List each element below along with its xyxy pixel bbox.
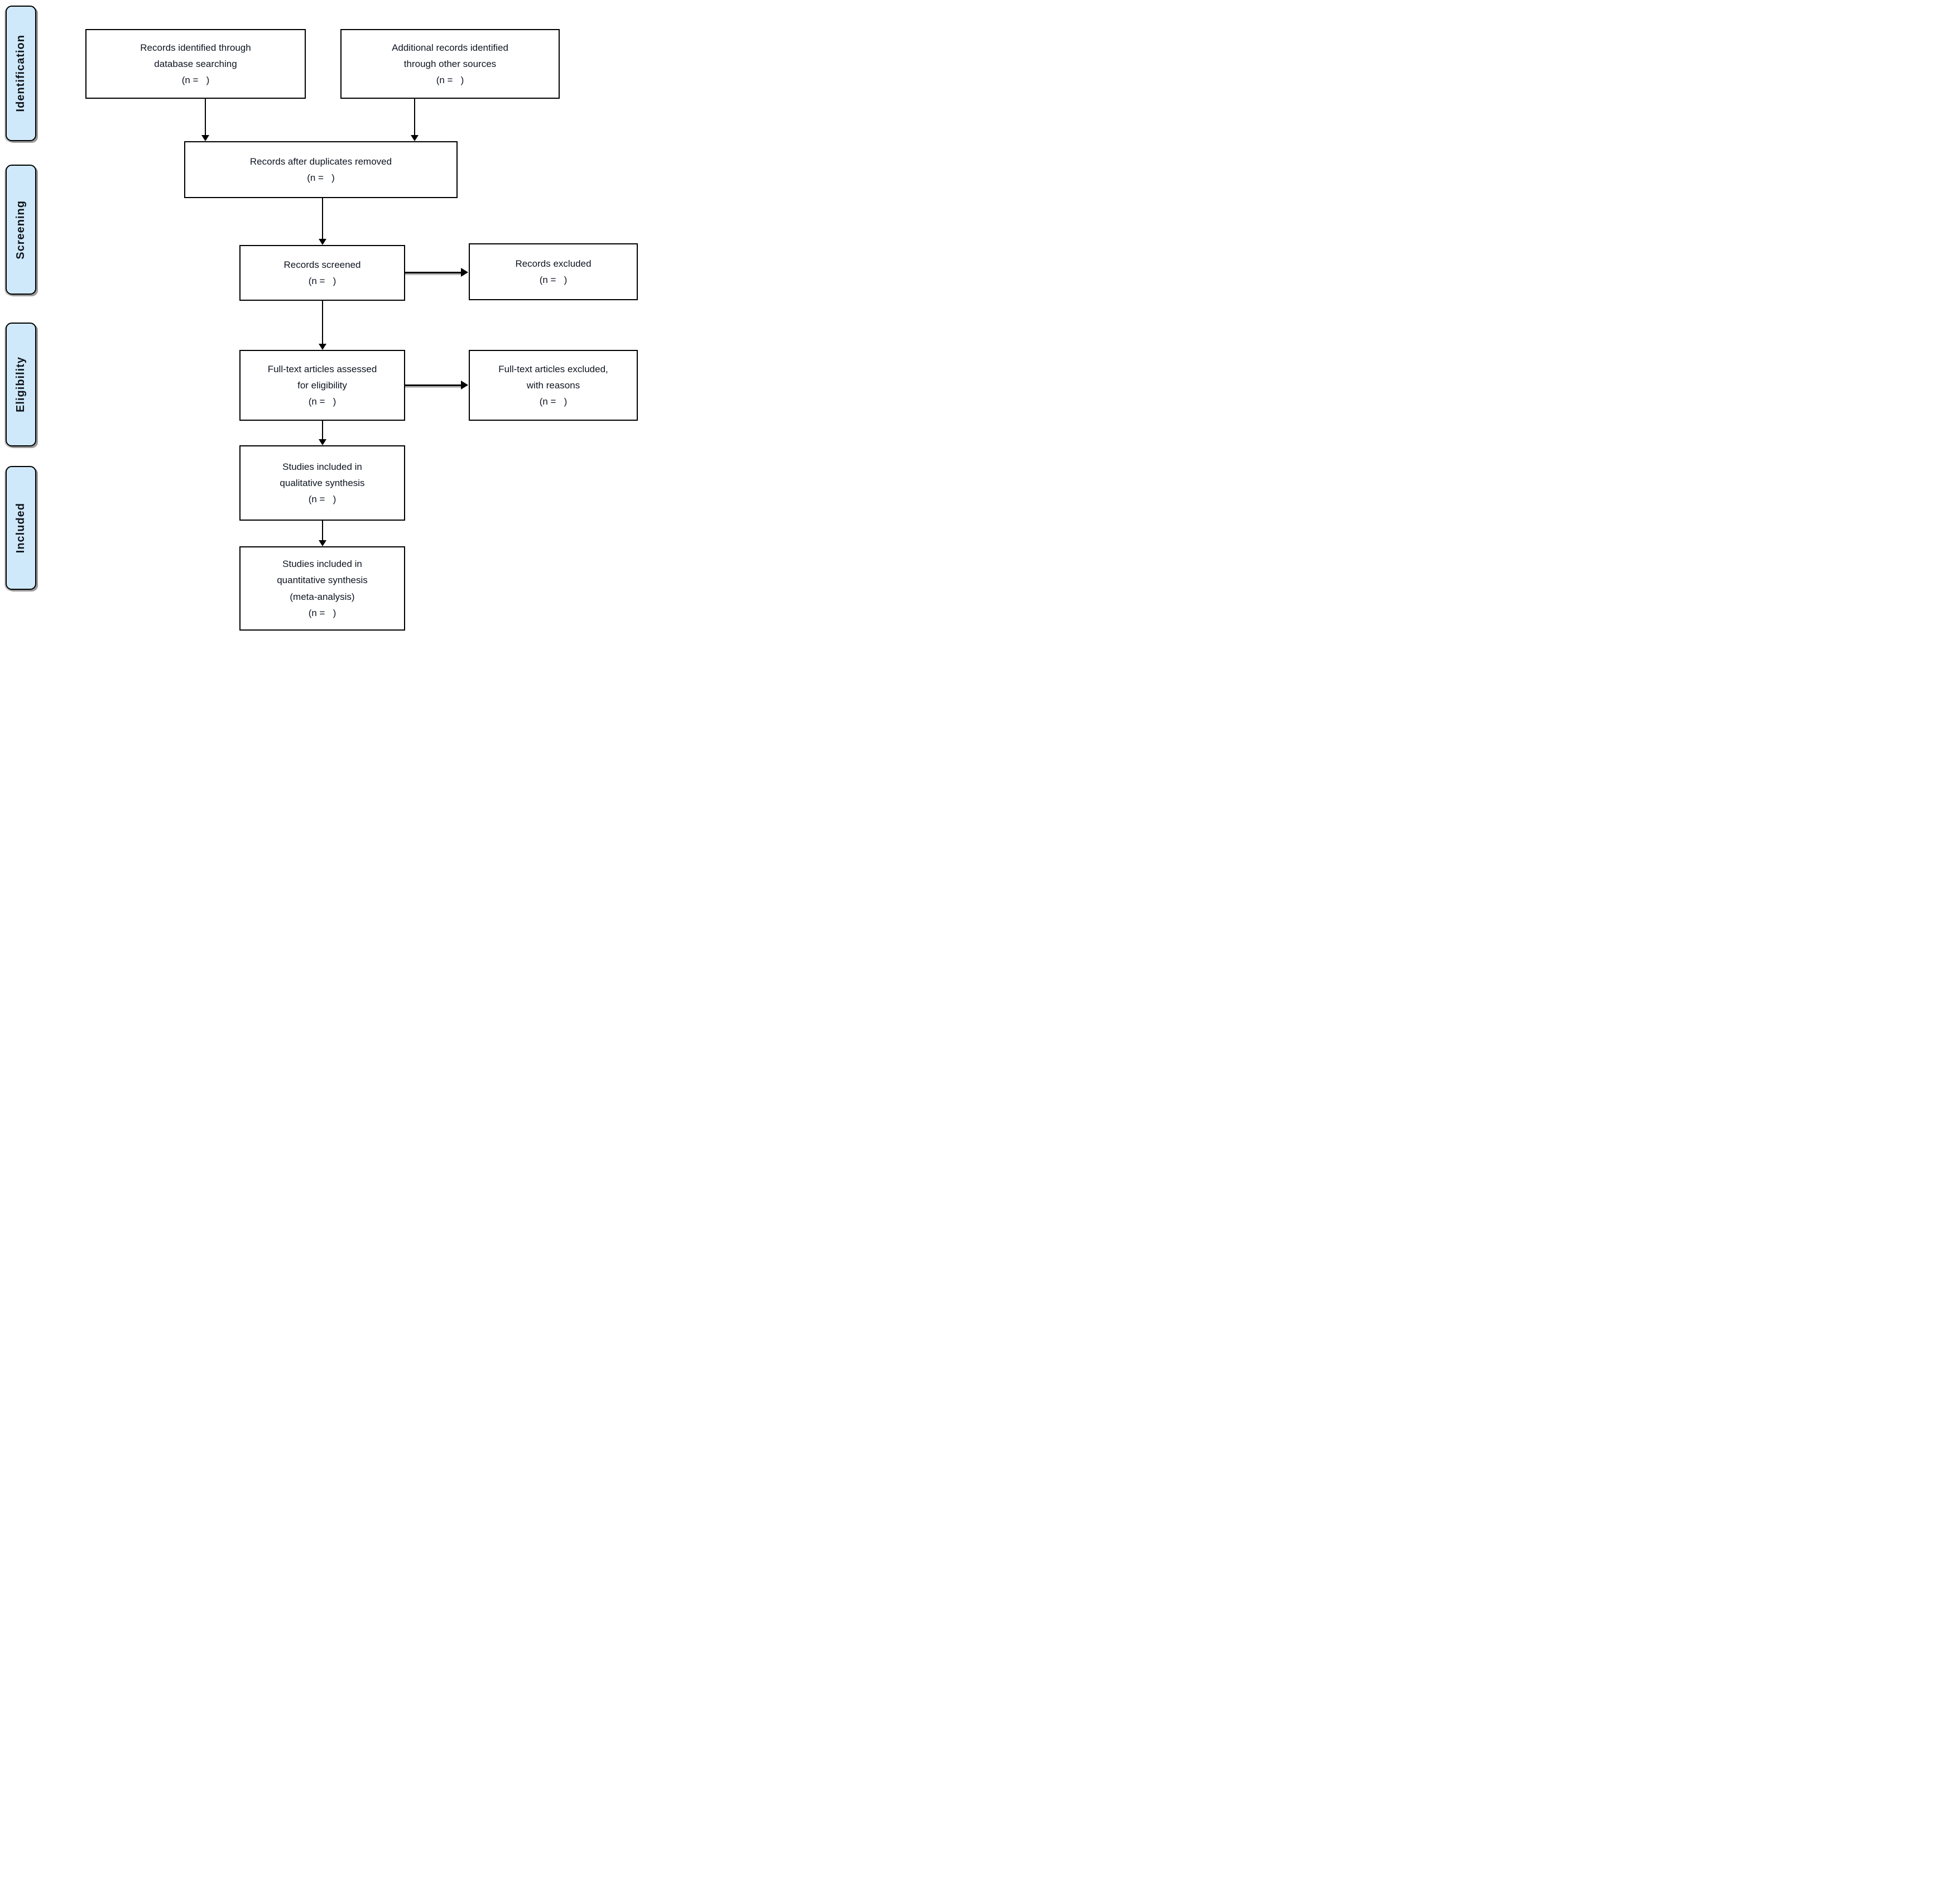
box-text-line: (n = ) [308,494,336,505]
box-records-screened: Records screened (n = ) [239,245,405,301]
box-text-line: with reasons [526,379,580,391]
box-fulltext-excluded: Full-text articles excluded, with reason… [469,350,638,421]
box-text-line: (n = ) [307,172,335,183]
box-text-line: Records screened [283,259,361,270]
arrow-fulltext-to-ft-excluded [405,381,468,390]
box-text-line: Additional records identified [392,42,508,53]
box-qualitative-synthesis: Studies included in qualitative synthesi… [239,445,405,521]
prisma-flow-diagram: Identification Screening Eligibility Inc… [0,0,645,634]
arrow-fulltext-to-qualitative [319,421,326,445]
stage-pill-identification: Identification [6,6,36,141]
box-text-line: Records excluded [515,258,592,269]
arrow-screened-to-excluded [405,268,468,277]
box-text-line: database searching [154,58,237,69]
stage-label-eligibility: Eligibility [15,357,27,412]
box-text-line: Studies included in [282,559,362,570]
box-text-line: Studies included in [282,461,362,472]
box-text-line: Full-text articles excluded, [498,363,608,374]
arrow-screened-to-fulltext [319,301,326,350]
box-text-line: (n = ) [308,396,336,407]
box-additional-records-other-sources: Additional records identified through ot… [340,29,560,99]
box-records-after-duplicates-removed: Records after duplicates removed (n = ) [184,141,458,198]
arrow-database-to-duplicates [201,99,209,141]
box-text-line: Records identified through [140,42,251,53]
stage-pill-included: Included [6,466,36,590]
arrow-duplicates-to-screened [319,198,326,245]
stage-label-included: Included [15,502,27,554]
box-text-line: (meta-analysis) [290,591,355,602]
box-text-line: for eligibility [297,379,347,391]
box-text-line: (n = ) [539,275,568,285]
stage-label-screening: Screening [15,200,27,259]
box-text-line: Full-text articles assessed [267,363,377,374]
box-records-excluded: Records excluded (n = ) [469,243,638,300]
box-quantitative-synthesis: Studies included in quantitative synthes… [239,546,405,631]
stage-pill-screening: Screening [6,165,36,295]
box-records-identified-database: Records identified through database sear… [85,29,306,99]
stage-pill-eligibility: Eligibility [6,323,36,446]
box-text-line: (n = ) [181,75,210,86]
box-fulltext-assessed: Full-text articles assessed for eligibil… [239,350,405,421]
box-text-line: Records after duplicates removed [249,156,392,167]
arrow-other-sources-to-duplicates [411,99,419,141]
box-text-line: (n = ) [308,276,336,286]
box-text-line: (n = ) [436,75,464,86]
box-text-line: quantitative synthesis [277,575,368,586]
box-text-line: (n = ) [539,396,568,407]
stage-label-identification: Identification [15,35,27,112]
box-text-line: through other sources [403,58,497,69]
box-text-line: qualitative synthesis [280,477,365,488]
box-text-line: (n = ) [308,607,336,618]
arrow-qualitative-to-quantitative [319,521,326,546]
